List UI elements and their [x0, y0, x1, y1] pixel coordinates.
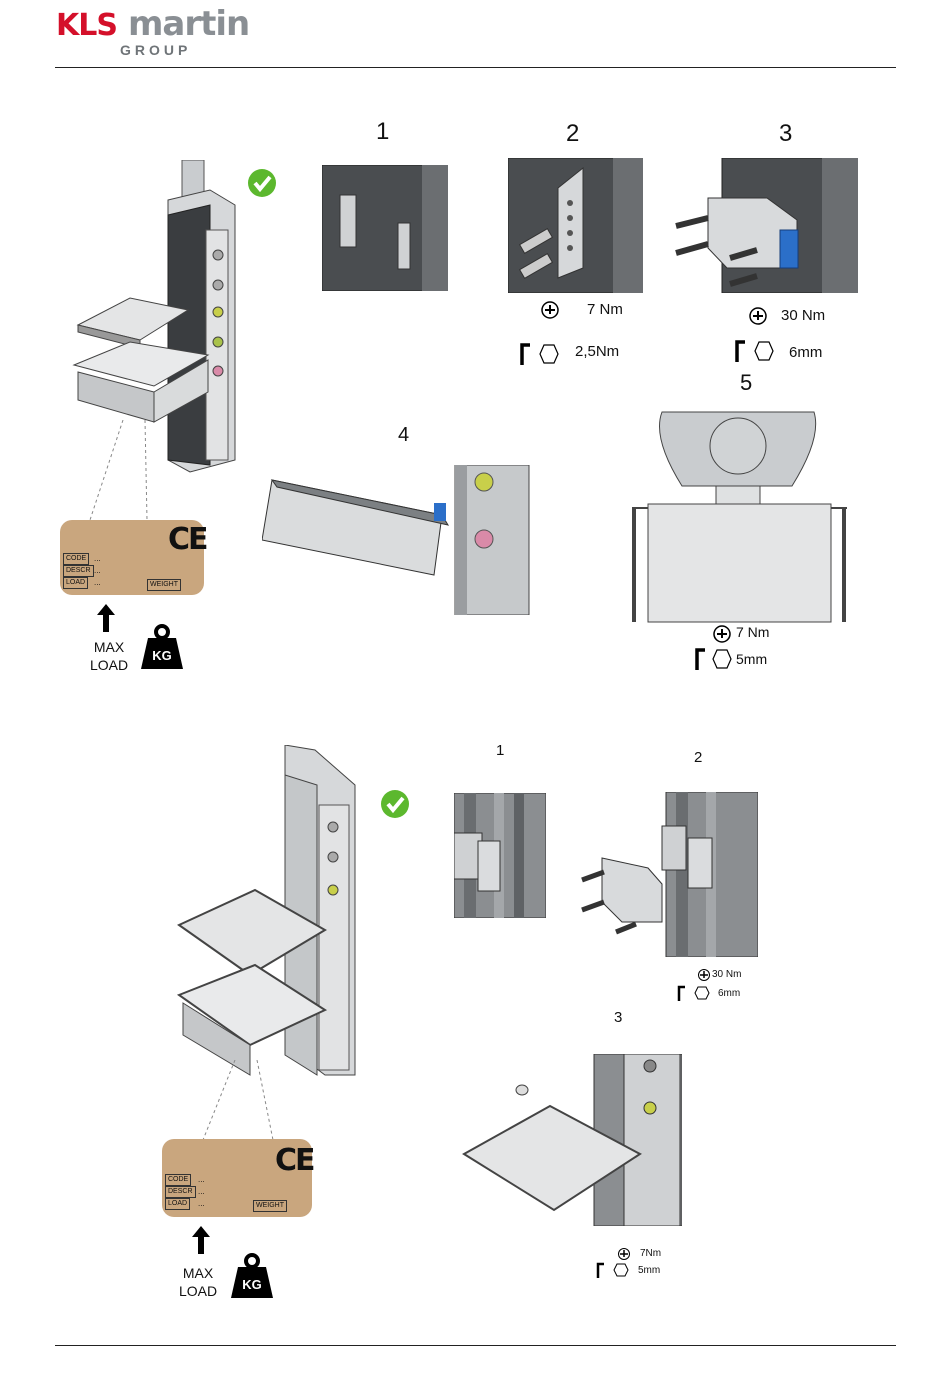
step2-torque: 7 Nm	[587, 301, 623, 318]
step-number-3: 3	[614, 1009, 622, 1026]
step1-illustration	[322, 165, 448, 291]
allen-key-hexagon-icon	[594, 1261, 634, 1279]
step2-illustration	[508, 158, 643, 293]
step3-torque: 30 Nm	[781, 307, 825, 324]
label-leader-lines	[195, 1060, 285, 1140]
label-code: CODE	[63, 553, 89, 565]
kg-text: KG	[152, 648, 172, 663]
step-number-4: 4	[398, 424, 409, 447]
step2-hex: 6mm	[718, 988, 740, 999]
label-load-dots: ...	[94, 578, 101, 587]
allen-key-hexagon-icon	[675, 984, 715, 1002]
check-icon	[380, 789, 410, 819]
label-code-dots: ...	[198, 1175, 205, 1184]
label-load: LOAD	[63, 577, 88, 589]
step-number-2: 2	[694, 749, 702, 766]
check-icon	[247, 168, 277, 198]
label-code-dots: ...	[94, 554, 101, 563]
step5-illustration	[632, 408, 847, 623]
label-descr-dots: ...	[94, 566, 101, 575]
step3-illustration	[672, 158, 858, 293]
max-load-line2: LOAD	[84, 656, 134, 674]
ce-mark: CE	[168, 522, 207, 557]
ce-mark: CE	[275, 1143, 314, 1178]
max-load-text: MAX LOAD	[173, 1264, 223, 1300]
label-weight: WEIGHT	[253, 1200, 287, 1212]
torque-wrench-icon	[617, 1247, 631, 1261]
step5-hex: 5mm	[736, 651, 767, 667]
footer-rule	[55, 1345, 896, 1346]
allen-key-hexagon-icon	[691, 646, 735, 672]
step3-illustration	[460, 1054, 682, 1226]
step2-torque: 30 Nm	[712, 969, 741, 980]
step5-torque: 7 Nm	[736, 624, 769, 640]
max-load-line2: LOAD	[173, 1282, 223, 1300]
step-number-3: 3	[779, 120, 792, 148]
label-load-dots: ...	[198, 1199, 205, 1208]
step-number-1: 1	[376, 118, 389, 146]
label-leader-lines	[85, 420, 165, 520]
step3-torque: 7Nm	[640, 1248, 661, 1259]
step-number-2: 2	[566, 120, 579, 148]
torque-wrench-icon	[748, 306, 770, 326]
column-assembly-illustration	[175, 745, 365, 1080]
step1-illustration	[454, 793, 546, 918]
arrow-up-icon	[94, 602, 118, 634]
torque-wrench-icon	[697, 968, 711, 982]
label-code: CODE	[165, 1174, 191, 1186]
product-label: CE CODE ... DESCR ... LOAD ... WEIGHT	[162, 1139, 312, 1217]
max-load-text: MAX LOAD	[84, 638, 134, 674]
logo-group: GROUP	[120, 42, 191, 58]
label-load: LOAD	[165, 1198, 190, 1210]
weight-icon: KG	[230, 1253, 274, 1299]
header-rule	[55, 67, 896, 68]
arrow-up-icon	[189, 1224, 213, 1256]
step2-illustration	[578, 792, 758, 957]
product-label: CE CODE ... DESCR ... LOAD ... WEIGHT	[60, 520, 204, 595]
label-descr: DESCR	[63, 565, 94, 577]
logo-kls: KLS	[56, 8, 117, 43]
label-descr: DESCR	[165, 1186, 196, 1198]
logo-martin: martin	[128, 4, 249, 44]
step3-hex: 6mm	[789, 344, 822, 361]
step2-hex: 2,5Nm	[575, 343, 619, 360]
allen-key-hexagon-icon	[731, 338, 779, 364]
step-number-1: 1	[496, 742, 504, 759]
label-weight: WEIGHT	[147, 579, 181, 591]
step4-illustration	[262, 465, 532, 615]
torque-wrench-icon	[712, 624, 734, 644]
torque-wrench-icon	[540, 300, 562, 320]
max-load-line1: MAX	[173, 1264, 223, 1282]
kg-text: KG	[242, 1277, 262, 1292]
weight-icon: KG	[140, 624, 184, 670]
step-number-5: 5	[740, 370, 752, 396]
allen-key-hexagon-icon	[516, 341, 564, 367]
step3-hex: 5mm	[638, 1265, 660, 1276]
max-load-line1: MAX	[84, 638, 134, 656]
label-descr-dots: ...	[198, 1187, 205, 1196]
